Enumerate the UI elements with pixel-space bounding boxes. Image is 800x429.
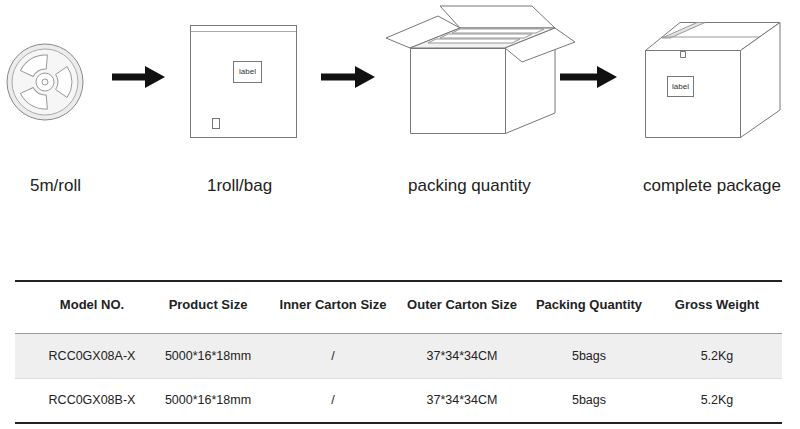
bag-notch <box>213 119 220 129</box>
carton-front <box>646 51 741 138</box>
bag-node: 1roll/baglabel <box>190 25 297 138</box>
reel-node: 5m/roll <box>7 44 83 120</box>
table-rule <box>15 378 782 379</box>
caption-text: 1roll/bag <box>207 176 272 196</box>
carton-front <box>411 49 506 134</box>
carton-mark <box>681 52 686 58</box>
table-cell: RCC0GX08A-X <box>27 347 157 365</box>
table-header: Model NO. <box>27 296 157 314</box>
table-cell: 5000*16*18mm <box>143 391 273 409</box>
reel-hub <box>36 73 54 91</box>
label-text: label <box>239 67 256 77</box>
carton-bag <box>440 34 532 38</box>
table-cell: 37*34*34CM <box>397 347 527 365</box>
closed-carton <box>646 23 781 138</box>
flow-arrow <box>321 74 355 81</box>
caption-text: 5m/roll <box>30 176 81 196</box>
carton-flap <box>440 6 555 28</box>
table-rule <box>15 333 782 334</box>
label-tag: label <box>233 61 262 83</box>
table-rule <box>15 280 782 282</box>
table-header: Packing Quantity <box>524 296 654 314</box>
table-row-shade <box>15 334 782 378</box>
table-rule <box>15 422 782 424</box>
carton-bag <box>452 29 544 33</box>
table-cell: / <box>268 391 398 409</box>
reel-strip <box>12 49 78 115</box>
table-cell: 37*34*34CM <box>397 391 527 409</box>
reel-drawing <box>7 44 83 120</box>
table-cell: 5bags <box>524 347 654 365</box>
table-header: Product Size <box>143 296 273 314</box>
table-cell: RCC0GX08B-X <box>27 391 157 409</box>
spec-table <box>15 281 782 423</box>
flow-arrow <box>560 74 597 81</box>
bag-outline <box>191 26 297 138</box>
table-header: Gross Weight <box>652 296 782 314</box>
open-carton <box>386 6 575 134</box>
carton-seam <box>662 37 760 38</box>
table-cell: / <box>268 347 398 365</box>
caption-text: complete package <box>643 176 781 196</box>
carton-flap <box>505 28 575 62</box>
label-tag: label <box>667 76 694 97</box>
table-cell: 5bags <box>524 391 654 409</box>
table-header: Outer Carton Size <box>397 296 527 314</box>
reel-rim <box>7 44 83 120</box>
caption-text: packing quantity <box>408 176 531 196</box>
bag-seal <box>191 31 296 32</box>
flow-arrow <box>112 74 145 81</box>
table-cell: 5.2Kg <box>652 347 782 365</box>
table-header: Inner Carton Size <box>268 296 398 314</box>
carton-node: packing quantity <box>386 6 555 134</box>
carton-bag <box>428 39 520 43</box>
reel-axle <box>42 79 48 85</box>
carton-side <box>741 23 781 138</box>
package-node: complete packagelabel <box>645 50 741 138</box>
label-text: label <box>672 82 689 92</box>
table-cell: 5000*16*18mm <box>143 347 273 365</box>
carton-tape <box>662 23 705 39</box>
reel-cutout <box>56 67 72 98</box>
table-cell: 5.2Kg <box>652 391 782 409</box>
